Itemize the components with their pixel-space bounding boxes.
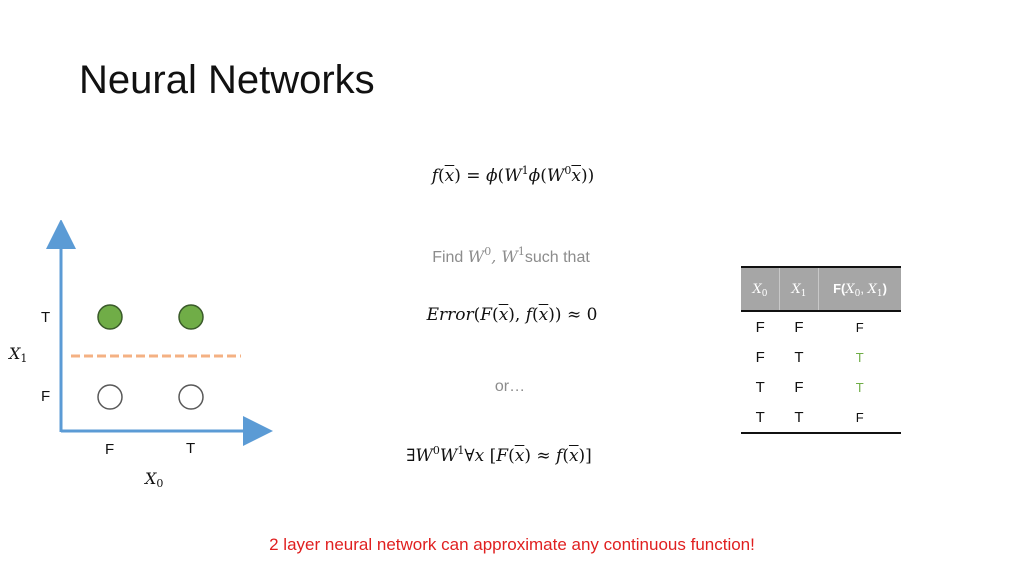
or-text: or… bbox=[494, 378, 526, 395]
footer-statement: 2 layer neural network can approximate a… bbox=[269, 535, 755, 554]
table-row: T T F bbox=[741, 402, 901, 434]
cell-x0: T bbox=[741, 402, 780, 434]
cell-x1: T bbox=[794, 348, 804, 366]
header-output: F(X0, X1) bbox=[818, 266, 901, 312]
y-axis-label: X1 bbox=[9, 344, 28, 365]
truth-table: X0 X1 F(X0, X1) F F F F T T T F T T T F bbox=[741, 266, 901, 434]
point-f-f bbox=[97, 384, 123, 410]
header-x1: X1 bbox=[779, 266, 819, 312]
x-tick-f: F bbox=[105, 441, 115, 458]
cell-x0: F bbox=[755, 318, 765, 336]
table-row: T F T bbox=[741, 372, 901, 402]
point-t-f bbox=[178, 384, 204, 410]
existence-equation: ∃W0W1∀x [F(x) ≈ f(x)] bbox=[406, 444, 592, 466]
table-row: F T T bbox=[741, 342, 901, 372]
cell-x1: T bbox=[779, 402, 819, 434]
point-f-t bbox=[97, 304, 123, 330]
table-row: F F F bbox=[741, 311, 901, 342]
y-tick-f: F bbox=[41, 388, 51, 405]
cell-output: T bbox=[855, 379, 864, 395]
cell-x1: F bbox=[794, 378, 804, 396]
cell-x1: F bbox=[794, 318, 804, 336]
header-x0: X0 bbox=[741, 266, 780, 312]
cell-x0: F bbox=[755, 348, 765, 366]
x-tick-t: T bbox=[186, 440, 196, 457]
network-equation: f(x) = ϕ(W1ϕ(W0x)) bbox=[431, 164, 595, 186]
y-tick-t: T bbox=[41, 309, 51, 326]
cell-output: F bbox=[818, 402, 901, 434]
cell-x0: T bbox=[755, 378, 765, 396]
cell-output: F bbox=[855, 319, 864, 335]
slide-title: Neural Networks bbox=[79, 58, 375, 102]
x-axis-label: X0 bbox=[145, 469, 164, 490]
error-equation: Error(F(x), f(x)) ≈ 0 bbox=[426, 305, 598, 325]
find-weights-text: Find W0, W1such that bbox=[432, 245, 590, 266]
xor-plot bbox=[46, 220, 273, 446]
cell-output: T bbox=[855, 349, 864, 365]
point-t-t bbox=[178, 304, 204, 330]
